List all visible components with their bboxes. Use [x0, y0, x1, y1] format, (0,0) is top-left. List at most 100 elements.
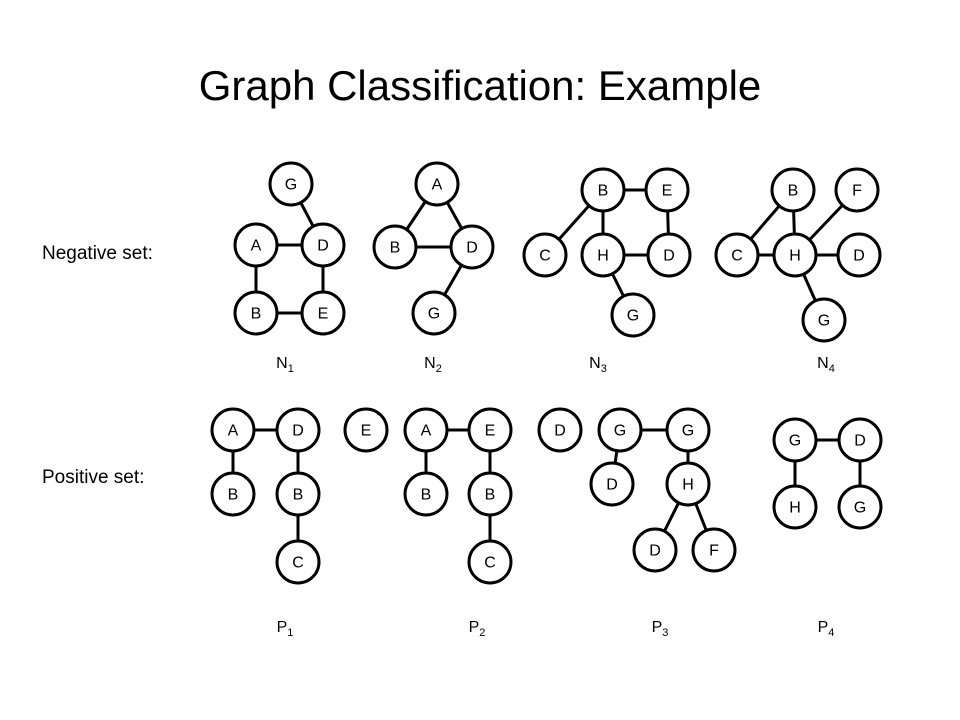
node-label: D: [466, 240, 478, 257]
graph-label-subscript: 3: [601, 363, 607, 375]
node-label: B: [293, 487, 304, 504]
node-label: H: [789, 500, 801, 517]
node-circle-d: [837, 417, 883, 463]
node-label: D: [853, 248, 865, 265]
node-label: C: [731, 248, 743, 265]
node-label: D: [317, 238, 329, 255]
node-label: B: [788, 183, 799, 200]
node-label: E: [361, 423, 372, 440]
graph-label-subscript: 4: [829, 363, 835, 375]
node-circle-b: [580, 167, 626, 213]
node-label: G: [614, 423, 626, 440]
node-circle-c: [522, 232, 568, 278]
graph-label-p2: P2: [469, 619, 486, 639]
node-label: G: [854, 500, 866, 517]
graph-p1: A D E B B C P1: [210, 407, 389, 639]
graph-label-subscript: 2: [479, 627, 485, 639]
node-circle-b1: [210, 471, 256, 517]
node-circle-f: [834, 167, 880, 213]
node-label: B: [251, 306, 262, 323]
node-circle-f: [691, 527, 737, 573]
slide-title: Graph Classification: Example: [198, 62, 762, 109]
node-label: B: [390, 240, 401, 257]
graph-label-n4: N4: [817, 355, 835, 375]
node-label: F: [852, 183, 862, 200]
node-circle-g: [411, 290, 457, 336]
node-label: C: [292, 555, 304, 572]
node-label: A: [421, 423, 432, 440]
graph-label-subscript: 3: [662, 627, 668, 639]
node-label: D: [663, 248, 675, 265]
node-label: A: [251, 238, 262, 255]
graph-n4: B F C H D G N4: [714, 167, 882, 375]
node-circle-g2: [665, 407, 711, 453]
node-circle-b: [770, 167, 816, 213]
graph-label-letter: P: [277, 619, 288, 636]
node-circle-g: [268, 161, 314, 207]
node-label: B: [598, 183, 609, 200]
node-label: D: [554, 423, 566, 440]
node-circle-g1: [597, 407, 643, 453]
node-label: E: [662, 183, 673, 200]
graph-label-p3: P3: [652, 619, 669, 639]
graph-n2: A B D G N2: [372, 161, 495, 375]
node-circle-a: [233, 222, 279, 268]
graph-label-letter: P: [652, 619, 663, 636]
graph-label-letter: N: [276, 355, 288, 372]
graph-label-letter: P: [818, 619, 829, 636]
node-circle-d: [275, 407, 321, 453]
node-circle-d: [836, 232, 882, 278]
node-label: G: [285, 177, 297, 194]
node-label: G: [428, 306, 440, 323]
node-circle-d1: [589, 461, 635, 507]
graph-label-p1: P1: [277, 619, 294, 639]
graph-label-n2: N2: [424, 355, 442, 375]
graph-label-letter: N: [817, 355, 829, 372]
node-circle-h: [772, 484, 818, 530]
graph-n1: G A D B E N1: [233, 161, 346, 375]
node-label: F: [709, 543, 719, 560]
node-circle-d: [537, 407, 583, 453]
node-circle-b: [372, 224, 418, 270]
node-circle-h: [580, 232, 626, 278]
node-circle-e: [343, 407, 389, 453]
node-circle-h: [665, 461, 711, 507]
node-label: G: [682, 423, 694, 440]
graph-label-letter: P: [469, 619, 480, 636]
graph-p3: G G D H D F P3: [589, 407, 737, 639]
node-circle-b1: [403, 471, 449, 517]
node-label: A: [228, 423, 239, 440]
node-circle-g: [610, 292, 656, 338]
node-circle-h: [772, 232, 818, 278]
node-label: A: [432, 177, 443, 194]
node-label: E: [318, 306, 329, 323]
node-label: C: [539, 248, 551, 265]
node-label: H: [789, 248, 801, 265]
node-label: B: [228, 487, 239, 504]
node-circle-b2: [467, 471, 513, 517]
node-label: G: [818, 313, 830, 330]
node-label: D: [854, 433, 866, 450]
node-circle-e: [300, 290, 346, 336]
node-label: H: [682, 477, 694, 494]
node-label: D: [292, 423, 304, 440]
graph-label-n3: N3: [589, 355, 607, 375]
node-label: D: [606, 477, 618, 494]
graph-label-p4: P4: [818, 619, 835, 639]
node-circle-a: [210, 407, 256, 453]
node-label: G: [789, 433, 801, 450]
node-circle-c: [275, 539, 321, 585]
node-circle-a: [414, 161, 460, 207]
negative-set-label: Negative set:: [42, 243, 153, 264]
graph-label-subscript: 1: [288, 363, 294, 375]
graph-label-subscript: 1: [287, 627, 293, 639]
node-circle-a: [403, 407, 449, 453]
positive-set-label: Positive set:: [42, 467, 145, 488]
node-label: E: [485, 423, 496, 440]
graph-label-subscript: 2: [436, 363, 442, 375]
node-circle-c: [467, 539, 513, 585]
node-label: C: [484, 555, 496, 572]
node-label: B: [485, 487, 496, 504]
node-label: D: [649, 543, 661, 560]
